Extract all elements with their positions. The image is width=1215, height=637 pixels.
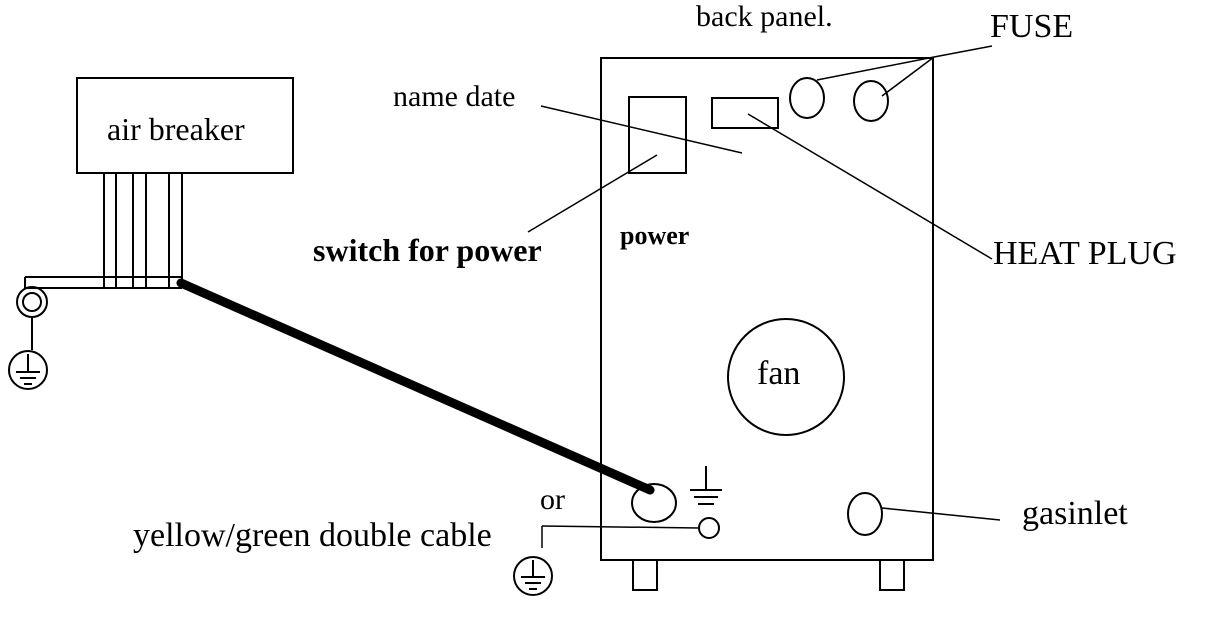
power-switch	[628, 96, 687, 174]
panel-ground-icon	[690, 466, 722, 505]
left-foot	[632, 559, 658, 591]
left-ground-icon	[8, 350, 48, 390]
name-date-label: name date	[393, 80, 516, 113]
gasinlet-label: gasinlet	[1022, 495, 1128, 532]
heat-plug	[711, 97, 779, 129]
machine-back-panel	[600, 57, 934, 561]
back-panel-label: back panel.	[696, 0, 833, 33]
gas-inlet	[847, 492, 883, 536]
or-label: or	[540, 483, 565, 516]
right-foot	[879, 559, 905, 591]
breaker-wires	[24, 173, 183, 289]
heat-plug-label: HEAT PLUG	[993, 235, 1177, 272]
fuse-left	[789, 77, 825, 119]
power-cable	[176, 278, 655, 495]
fuse-right	[853, 80, 889, 122]
switch-for-power-label: switch for power	[313, 232, 542, 268]
ground-terminal	[698, 517, 720, 539]
power-label: power	[620, 221, 690, 250]
fan-circle	[727, 318, 845, 436]
fan-label: fan	[757, 355, 801, 392]
cable-inlet	[631, 483, 677, 523]
leader-lines	[527, 45, 1001, 548]
air-breaker-label: air breaker	[107, 111, 245, 147]
fuse-label: FUSE	[990, 8, 1074, 45]
air-breaker-box	[76, 77, 294, 174]
yellow-green-cable-label: yellow/green double cable	[133, 517, 492, 554]
bottom-ground-icon	[513, 556, 553, 596]
left-ground-connector	[16, 286, 48, 350]
